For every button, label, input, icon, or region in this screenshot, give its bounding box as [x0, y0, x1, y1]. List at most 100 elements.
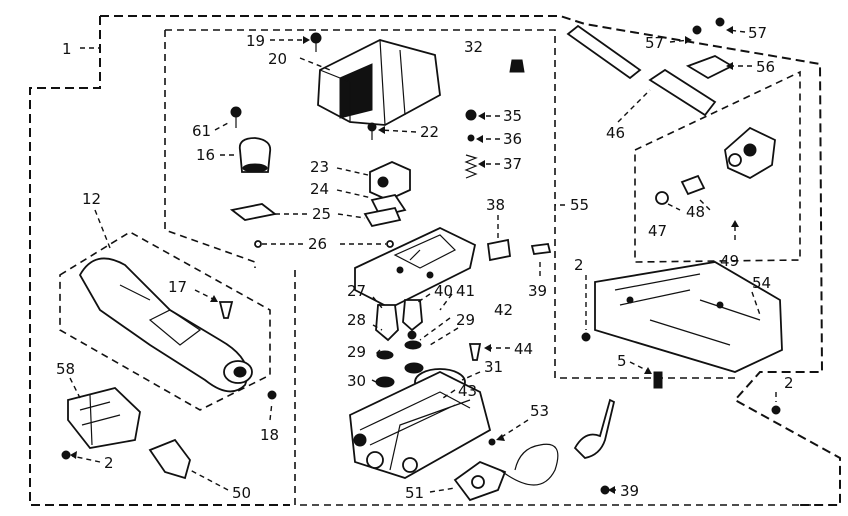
callout-label: 50: [232, 484, 251, 502]
connector-38-part: [487, 238, 511, 262]
screw-19-part: [310, 32, 322, 52]
callout-label: 17: [168, 278, 187, 296]
screw-61-part: [230, 106, 242, 128]
valve-body-part: [349, 370, 492, 479]
screw-39b-part: [600, 485, 610, 495]
callout-label: 53: [530, 402, 549, 420]
callout-label: 31: [484, 358, 503, 376]
callout-label: 46: [606, 124, 625, 142]
screw-57b-part: [715, 17, 725, 27]
callout-label: 47: [648, 222, 667, 240]
callout-label: 1: [62, 40, 72, 58]
burner-group-boundary: [59, 231, 271, 411]
washer-41-part: [407, 330, 417, 340]
callout-label: 23: [310, 158, 329, 176]
oring-26b-part: [386, 240, 394, 248]
callout-label: 29: [347, 343, 366, 361]
callout-label: 20: [268, 50, 287, 68]
clip-50-part: [148, 438, 191, 480]
callout-label: 42: [494, 301, 513, 319]
valve-27-part: [375, 304, 399, 342]
callout-label: 61: [192, 122, 211, 140]
spring-37-part: [464, 154, 478, 179]
callout-label: 37: [503, 155, 522, 173]
igniter-head-part: [724, 126, 776, 180]
upper-group-boundary: [164, 29, 556, 268]
callout-label: 2: [104, 454, 114, 472]
wire-loop-part: [499, 443, 559, 486]
oring-42-part: [404, 362, 424, 374]
tube-46b-part: [648, 68, 717, 117]
callout-label: 48: [686, 203, 705, 221]
oring-29b-part: [404, 340, 422, 350]
screw-53-part: [488, 438, 496, 446]
ball-35-part: [465, 109, 477, 121]
oring-26a-part: [254, 240, 262, 248]
callout-label: 57: [645, 34, 664, 52]
callout-label: 56: [756, 58, 775, 76]
bracket-58-part: [67, 387, 141, 449]
screw-17-part: [218, 301, 234, 319]
callout-label: 2: [784, 374, 794, 392]
outer-boundary: [100, 15, 841, 506]
probe-part: [573, 398, 616, 459]
callout-label: 16: [196, 146, 215, 164]
cap-32-part: [509, 59, 525, 73]
callout-label: 44: [514, 340, 533, 358]
solenoid-23-part: [369, 161, 411, 218]
valve-cover-part: [317, 39, 441, 126]
callout-label: 58: [56, 360, 75, 378]
outer-boundary-left: [29, 16, 290, 506]
callout-label: 40: [434, 282, 453, 300]
screw-5-part: [653, 371, 663, 389]
pilot-51-part: [453, 460, 507, 502]
callout-label: 19: [246, 32, 265, 50]
bracket-56-part: [685, 55, 734, 80]
callout-label: 57: [748, 24, 767, 42]
tube-46-part: [566, 24, 642, 80]
screw-57a-part: [692, 25, 702, 35]
callout-label: 2: [574, 256, 584, 274]
callout-label: 32: [464, 38, 483, 56]
callout-label: 30: [347, 372, 366, 390]
screw-22-part: [367, 122, 377, 140]
callout-label: 36: [503, 130, 522, 148]
callout-label: 38: [486, 196, 505, 214]
callout-label: 51: [405, 484, 424, 502]
pin-39-part: [530, 243, 552, 255]
callout-label: 28: [347, 311, 366, 329]
oring-30-part: [375, 376, 395, 388]
lower-group-boundary: [294, 215, 820, 506]
callout-label: 22: [420, 123, 439, 141]
washer-36-part: [467, 134, 475, 142]
knob-16-part: [238, 137, 272, 173]
valve-top-plate-part: [354, 227, 477, 310]
callout-label: 25: [312, 205, 331, 223]
callout-label: 43: [458, 382, 477, 400]
screw-2c-part: [61, 450, 71, 460]
gasket-25a-part: [229, 203, 278, 221]
washer-47-part: [655, 191, 669, 205]
gasket-25b-part: [363, 206, 402, 228]
callout-label: 5: [617, 352, 627, 370]
nut-48-part: [680, 174, 706, 196]
callout-label: 55: [570, 196, 589, 214]
callout-label: 39: [528, 282, 547, 300]
oring-29a-part: [376, 350, 394, 360]
callout-label: 41: [456, 282, 475, 300]
igniter-group-boundary: [634, 70, 801, 263]
valve-40-part: [402, 299, 423, 332]
callout-label: 18: [260, 426, 279, 444]
burner-12-part: [78, 257, 253, 393]
callout-label: 24: [310, 180, 329, 198]
plug-18-part: [267, 390, 277, 400]
callout-label: 39: [620, 482, 639, 500]
callout-label: 29: [456, 311, 475, 329]
callout-label: 54: [752, 274, 771, 292]
screw-2a-part: [581, 332, 591, 342]
callout-label: 12: [82, 190, 101, 208]
callout-label: 26: [308, 235, 327, 253]
callout-label: 35: [503, 107, 522, 125]
callout-label: 49: [720, 252, 739, 270]
